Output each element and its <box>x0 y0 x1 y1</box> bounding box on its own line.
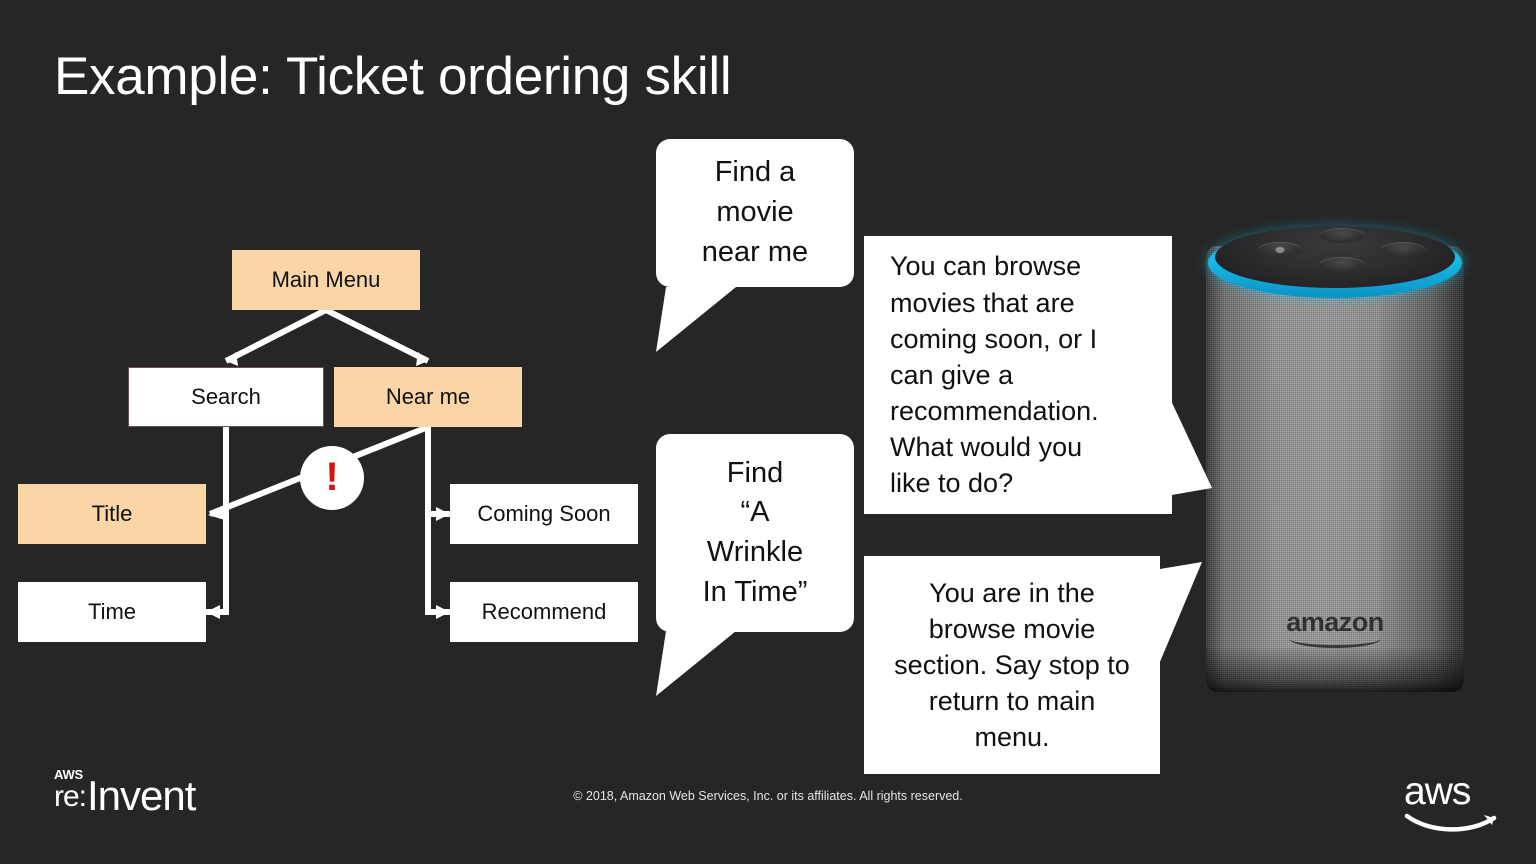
action-button[interactable] <box>1381 242 1425 257</box>
speech-tail-browse-section <box>1154 562 1202 676</box>
flow-node-label: Near me <box>385 384 471 409</box>
flow-node-label: Coming Soon <box>477 501 611 526</box>
user-bubble-find-movie: Find a movie near me <box>656 139 854 287</box>
flow-node-label: Title <box>91 501 133 526</box>
reinvent-aws-text: AWS <box>54 767 84 782</box>
flowchart: Main Menu Search Near me Title Time Comi… <box>0 0 700 700</box>
flow-node-title[interactable]: Title <box>18 484 206 544</box>
speech-tail-find-wrinkle <box>656 631 736 696</box>
assistant-bubble-browse-section: You are in the browse movie section. Say… <box>864 556 1160 774</box>
user-bubble-text: Find “A Wrinkle In Time” <box>702 456 808 608</box>
flow-node-near-me[interactable]: Near me <box>334 367 522 427</box>
user-bubble-find-wrinkle: Find “A Wrinkle In Time” <box>656 434 854 632</box>
echo-fabric-body: amazon <box>1206 246 1464 692</box>
aws-smile-icon <box>1404 813 1497 832</box>
alert-symbol: ! <box>325 455 339 499</box>
assistant-bubble-text: You are in the browse movie section. Say… <box>894 577 1130 753</box>
alert-exclamation-icon: ! <box>300 446 364 510</box>
flow-node-coming-soon[interactable]: Coming Soon <box>450 484 638 544</box>
flow-node-label: Recommend <box>481 599 607 624</box>
assistant-bubble-text: You can browse movies that are coming so… <box>890 251 1099 499</box>
microphone-mute-button[interactable] <box>1258 242 1302 257</box>
user-bubble-text: Find a movie near me <box>701 156 809 268</box>
speech-tail-browse-movies <box>1166 390 1212 496</box>
aws-logo: aws <box>1404 772 1500 832</box>
volume-down-button[interactable] <box>1319 257 1365 272</box>
speech-tail-find-movie <box>656 287 736 352</box>
flow-node-main-menu[interactable]: Main Menu <box>232 250 420 310</box>
copyright-text: © 2018, Amazon Web Services, Inc. or its… <box>573 789 963 803</box>
aws-logo-text: aws <box>1404 770 1471 813</box>
flow-node-label: Time <box>87 599 137 624</box>
reinvent-invent-text: Invent <box>87 772 196 820</box>
microphone-icon <box>1275 246 1285 253</box>
reinvent-re-text: re: <box>54 780 87 813</box>
flow-node-time[interactable]: Time <box>18 582 206 642</box>
assistant-bubble-browse-movies: You can browse movies that are coming so… <box>864 236 1172 514</box>
page-title: Example: Ticket ordering skill <box>54 47 732 106</box>
flow-node-label: Search <box>191 384 261 409</box>
flow-node-search[interactable]: Search <box>128 367 324 427</box>
amazon-smile-icon <box>1289 629 1381 648</box>
reinvent-logo: AWS re: Invent <box>54 767 196 820</box>
echo-top-panel <box>1215 226 1455 288</box>
echo-bottom-shadow <box>1206 646 1464 692</box>
volume-up-button[interactable] <box>1319 228 1365 243</box>
amazon-echo-device: amazon <box>1206 226 1464 700</box>
flow-node-recommend[interactable]: Recommend <box>450 582 638 642</box>
flow-node-label: Main Menu <box>271 267 381 292</box>
